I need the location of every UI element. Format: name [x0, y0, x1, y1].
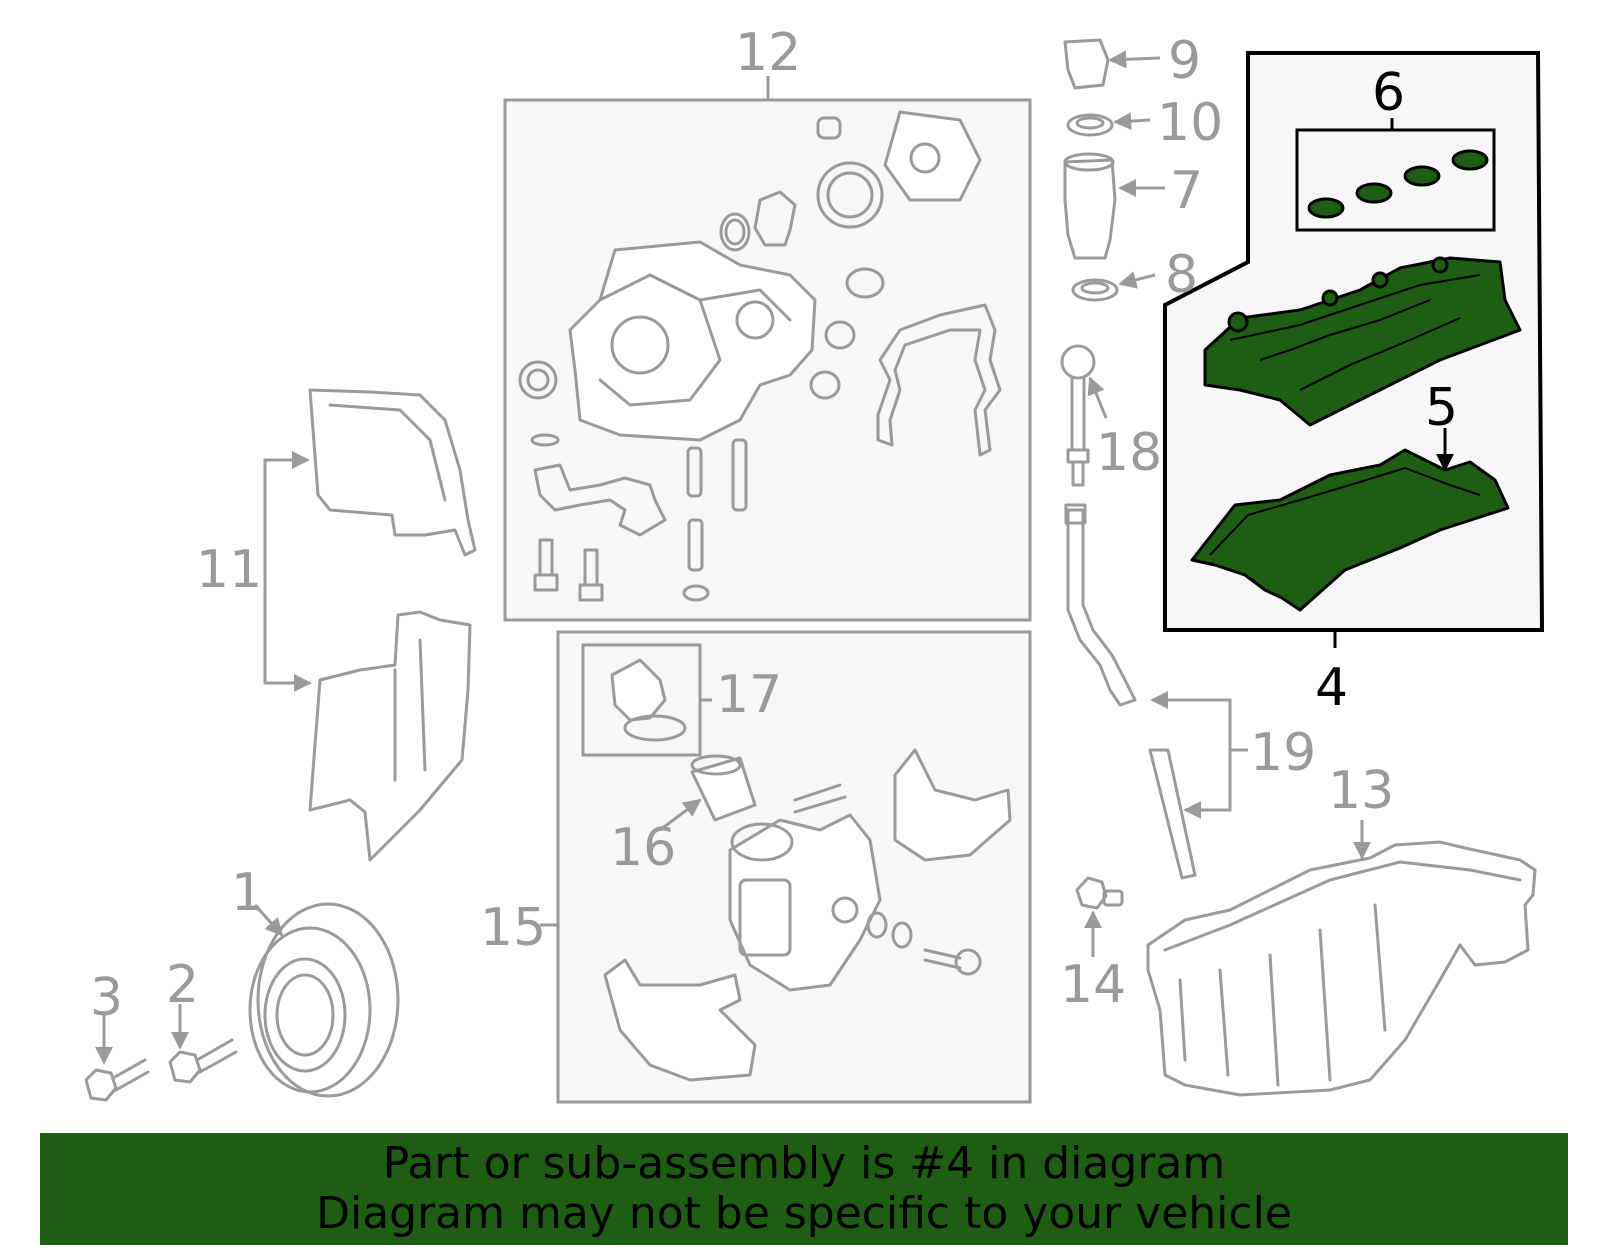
callout-18: 18: [1096, 423, 1162, 483]
assembly-box-15: [540, 630, 1032, 1104]
callout-5: 5: [1425, 378, 1458, 438]
part-4-valve-cover: [1203, 256, 1522, 427]
part-7-tube: [1063, 152, 1165, 260]
callout-7: 7: [1170, 161, 1203, 221]
part-10-seal: [1066, 112, 1151, 137]
part-1-balancer: [248, 902, 400, 1098]
callout-10: 10: [1157, 93, 1223, 153]
callout-3: 3: [90, 968, 123, 1028]
callout-2: 2: [166, 955, 199, 1015]
part-14-drain-plug: [1075, 876, 1124, 957]
callout-8: 8: [1165, 245, 1198, 305]
callout-12: 12: [735, 23, 801, 83]
assembly-box-12: [503, 76, 1032, 622]
callout-11: 11: [196, 540, 262, 600]
callout-19: 19: [1250, 723, 1316, 783]
part-8-seal: [1071, 271, 1156, 302]
part-19-dipstick-tube: [1064, 503, 1248, 880]
part-13-oil-pan: [1146, 820, 1537, 1097]
callout-14: 14: [1060, 955, 1126, 1015]
part-2-bolt: [168, 1004, 238, 1084]
callout-13: 13: [1328, 761, 1394, 821]
callout-6: 6: [1372, 63, 1405, 123]
parts-diagram: 1 2 3 4 5 6 7 8 9 10 11 12 13 14 15 16 1…: [84, 23, 1545, 1104]
part-6-seals: [1307, 149, 1489, 219]
callout-16: 16: [610, 818, 676, 878]
info-banner: Part or sub-assembly is #4 in diagram Di…: [40, 1133, 1568, 1245]
callout-labels: 1 2 3 4 5 6 7 8 9 10 11 12 13 14 15 16 1…: [90, 23, 1458, 1028]
part-18-dipstick: [1060, 344, 1108, 487]
part-3-bolt: [84, 1014, 150, 1102]
banner-line-disclaimer: Diagram may not be specific to your vehi…: [316, 1188, 1292, 1239]
part-11-timing-covers: [263, 388, 477, 862]
banner-line-part: Part or sub-assembly is #4 in diagram: [382, 1138, 1226, 1189]
callout-4: 4: [1315, 658, 1348, 718]
part-9-cap: [1063, 38, 1161, 90]
callout-9: 9: [1168, 31, 1201, 91]
callout-1: 1: [231, 863, 264, 923]
part-5-gasket: [1190, 428, 1510, 612]
callout-17: 17: [716, 665, 782, 725]
callout-15: 15: [480, 898, 546, 958]
